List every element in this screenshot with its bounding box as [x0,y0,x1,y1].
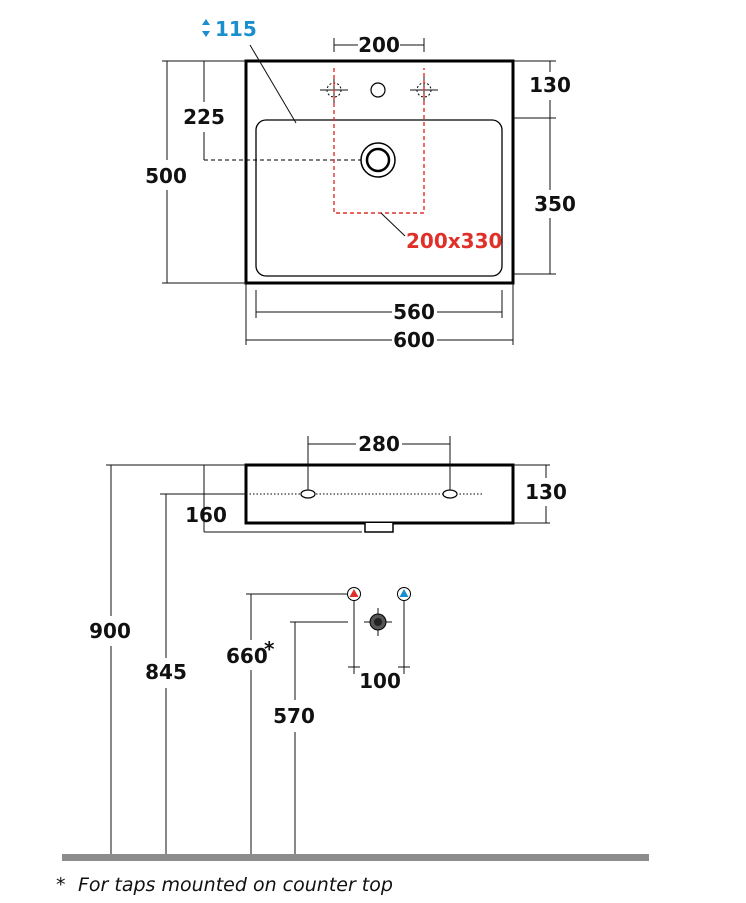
tap-hole [370,82,386,98]
tap-supply-height-dimension: 660 * [226,593,348,857]
basin-height-label: 130 [525,480,567,504]
rim-height-dimension: 900 [89,464,246,857]
tap-spacing-label: 200 [358,33,400,57]
bowl-outline [255,119,503,277]
rim-height-label: 900 [89,619,131,643]
tap-supply-asterisk: * [264,637,275,661]
waste-height-label: 570 [273,704,315,728]
left-overflow-slot [300,489,316,499]
bowl-width-label: 560 [393,300,435,324]
side-view: 280 130 160 900 845 [62,432,649,861]
tap-diameter-annotation: 115 [202,17,297,124]
waste-height-dimension: 570 [273,621,348,857]
basin-outline-top [244,59,515,285]
underside-height-label: 845 [145,660,187,684]
cold-water-icon [399,589,409,597]
waste-outlet [360,142,396,178]
underside-height-dimension: 845 [145,493,246,857]
waste-connection-marker [364,608,392,636]
up-arrow-icon [202,19,210,25]
overall-depth-label: 500 [145,164,187,188]
overflow-spacing-label: 280 [358,432,400,456]
top-view: 200x330 115 200 130 350 [145,17,576,352]
right-overflow-slot [442,489,458,499]
waste-stub [364,523,394,533]
basin-height-dimension: 130 [513,464,567,524]
hot-supply-marker [347,587,361,601]
waste-offset-label: 225 [183,105,225,129]
left-depth-dimensions: 225 500 [145,60,246,284]
overall-width-label: 600 [393,328,435,352]
overflow-spacing-dimension: 280 [307,432,451,490]
edge-offset-dimension: 160 [185,465,362,533]
floor-line [62,854,649,861]
tap-spacing-dimension: 200 [333,33,425,57]
tap-supply-height-label: 660 [226,644,268,668]
down-arrow-icon [202,31,210,37]
bowl-depth-label: 350 [534,192,576,216]
tap-diameter-label: 115 [215,17,257,41]
hole-zone-outline [333,68,425,214]
hot-water-icon [349,589,359,597]
cold-supply-marker [397,587,411,601]
hole-zone-label: 200x330 [406,229,502,253]
supply-spacing-dimension: 100 [348,601,410,693]
footnote-text: For taps mounted on counter top [78,874,393,896]
width-dimensions: 560 600 [245,283,514,352]
footnote-asterisk: * [56,874,66,896]
hole-zone-leader [380,212,406,237]
right-depth-dimensions: 130 350 [514,60,576,275]
supply-spacing-label: 100 [359,669,401,693]
edge-offset-label: 160 [185,503,227,527]
rim-depth-label: 130 [529,73,571,97]
